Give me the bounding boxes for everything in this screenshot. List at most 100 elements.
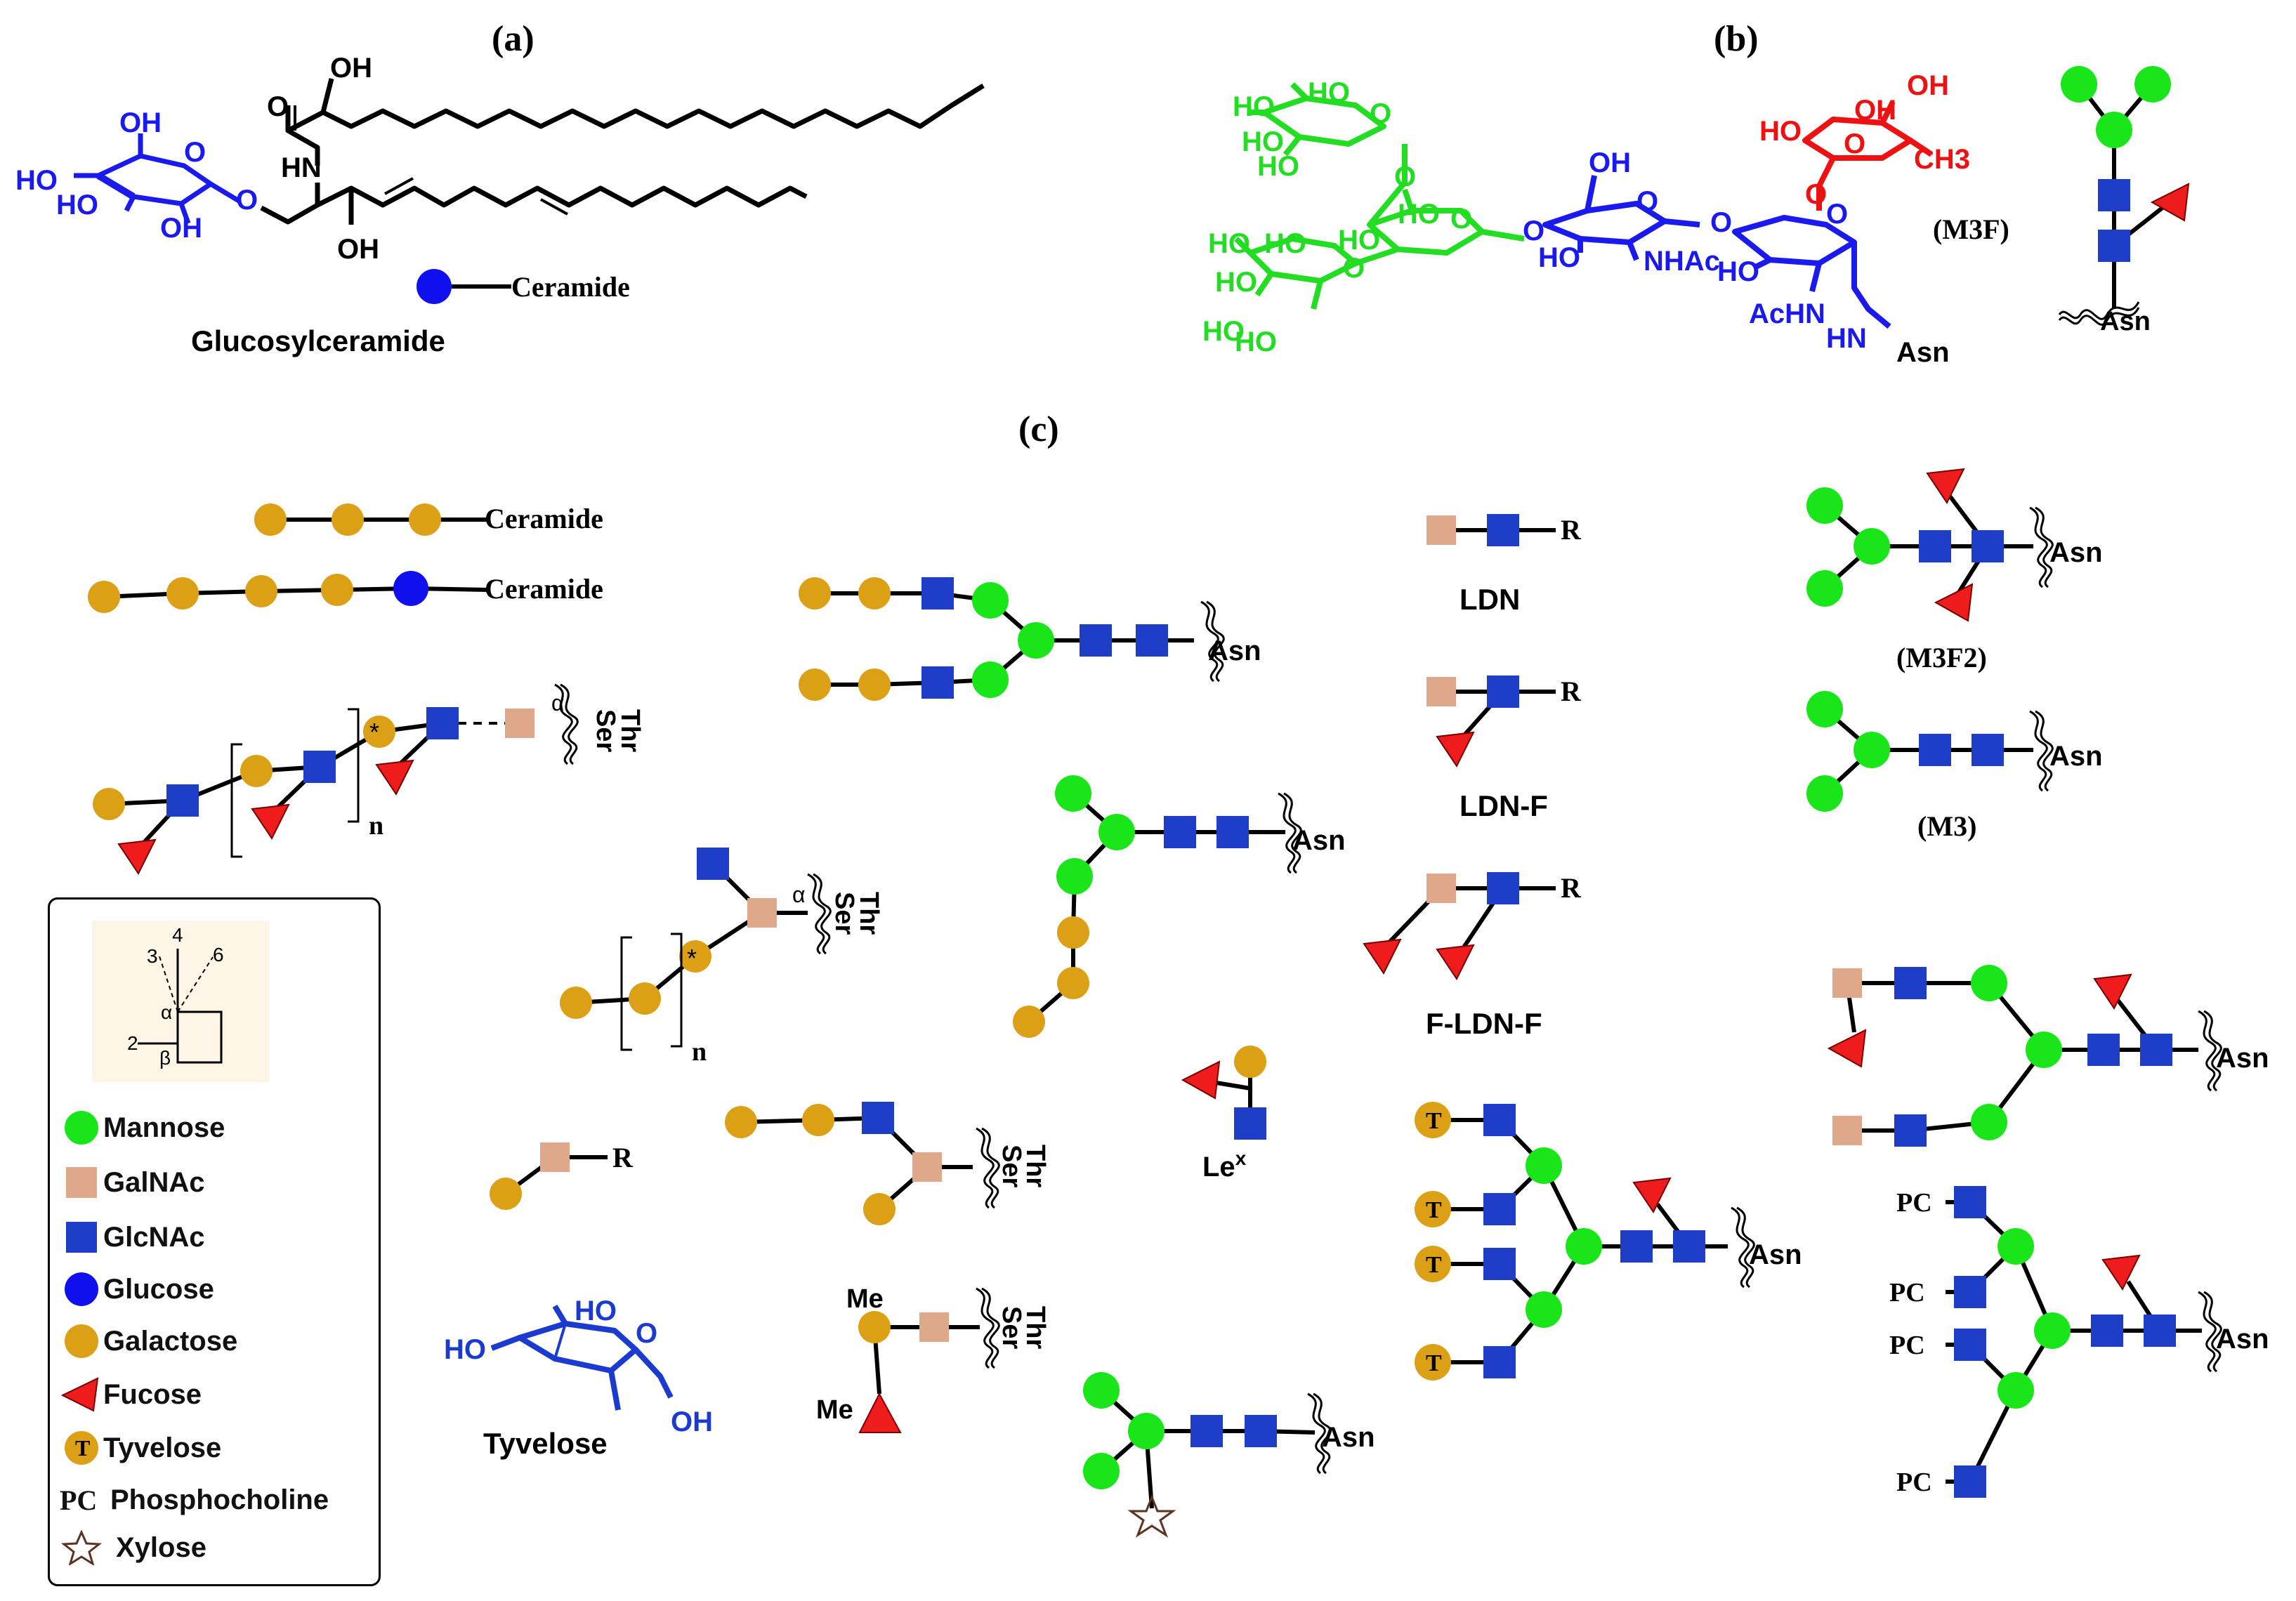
- legend-beta: β: [159, 1047, 171, 1069]
- lewis-x: Lex: [1182, 1046, 1266, 1182]
- n-glycan-xylose: Asn: [1083, 1372, 1375, 1538]
- legend-label: GlcNAc: [103, 1221, 205, 1253]
- b-green-ho-5: HO: [1208, 228, 1250, 259]
- a-linking-o: O: [236, 185, 258, 216]
- panel-b-label: (b): [1714, 19, 1759, 59]
- c-ser-1: Ser: [591, 709, 620, 752]
- b-blue-o-link-1: O: [1523, 216, 1544, 246]
- linkage-inset: 3 4 6 2 α β: [92, 921, 269, 1082]
- b-green-o-2: O: [1394, 162, 1416, 192]
- c-asn-m3f2: Asn: [2049, 537, 2103, 568]
- legend-label: Xylose: [116, 1531, 206, 1563]
- n-glycan-fldn: Asn: [1828, 965, 2269, 1147]
- b-green-ho-11: HO: [1235, 327, 1277, 357]
- m3f-asn: Asn: [2100, 307, 2151, 336]
- b-achn: AcHN: [1749, 298, 1825, 329]
- m3f-structure: HO HO HO HO HO HO HO HO HO HO HO O O O O: [1202, 66, 2189, 368]
- c-pc-3: PC: [1889, 1331, 1925, 1360]
- b-green-ho-9: HO: [1215, 267, 1257, 298]
- n-glycan-pc: PC PC PC PC Asn: [1889, 1186, 2269, 1498]
- b-blue-ring-o-1: O: [1636, 186, 1658, 217]
- c-pc-2: PC: [1889, 1278, 1925, 1307]
- legend-label: Galactose: [103, 1325, 238, 1357]
- c-lex: Lex: [1202, 1147, 1247, 1182]
- c-t-1: T: [1426, 1108, 1442, 1134]
- b-green-ho-1: HO: [1233, 91, 1275, 122]
- c-me-1: Me: [846, 1284, 884, 1314]
- b-blue-ho-2: HO: [1717, 256, 1759, 287]
- c-n-1: n: [369, 811, 383, 841]
- galactose-icon: [65, 1324, 98, 1358]
- c-fldnf-label: F-LDN-F: [1426, 1007, 1542, 1040]
- legend-label: Mannose: [103, 1112, 225, 1143]
- legend-label: Glucose: [103, 1273, 214, 1305]
- c-ldn-label: LDN: [1459, 583, 1520, 616]
- a-ho-left: HO: [15, 165, 58, 196]
- b-blue-o-link-2: O: [1710, 207, 1732, 238]
- o-glycan-glcnac-branch: n * α Ser Thr: [560, 848, 884, 1067]
- b-m3f-label: (M3F): [1933, 213, 2009, 245]
- a-glucose-symbol: [416, 269, 452, 304]
- o-glycan-repeat: n * α Ser Thr: [93, 683, 645, 874]
- m3f-cartoon: Asn: [2058, 66, 2189, 336]
- n-glycan-man-gal: Asn: [1013, 775, 1346, 1038]
- legend-item-tyvelose: T Tyvelose: [60, 1430, 221, 1465]
- b-red-ring-o: O: [1844, 129, 1865, 159]
- c-m3-label: (M3): [1917, 810, 1976, 842]
- star-icon: [60, 1530, 103, 1565]
- a-ring-o: O: [184, 137, 206, 168]
- a-ceramide-label: Ceramide: [511, 271, 630, 303]
- b-green-ho-6: HO: [1264, 228, 1306, 259]
- ldn: R LDN: [1426, 514, 1582, 616]
- tyvelose-icon: T: [65, 1431, 98, 1465]
- b-red-oh-2: OH: [1854, 95, 1896, 126]
- tyv-ho-top: HO: [575, 1296, 617, 1326]
- legend: 3 4 6 2 α β Mannose GalNAc GlcNAc Glucos…: [48, 897, 381, 1586]
- legend-item-xylose: Xylose: [60, 1530, 206, 1565]
- a-oh-top: OH: [119, 107, 162, 138]
- legend-item-glcnac: GlcNAc: [60, 1220, 205, 1255]
- legend-p6: 6: [213, 944, 224, 966]
- b-nhac: NHAc: [1644, 246, 1720, 277]
- b-green-ho-10: HO: [1202, 316, 1245, 347]
- legend-p3: 3: [147, 945, 158, 967]
- b-blue-ring-o-2: O: [1826, 199, 1848, 230]
- b-hn-asn: HN: [1826, 323, 1867, 354]
- c-m3f2-label: (M3F2): [1896, 642, 1987, 673]
- c-asn-2: Asn: [1292, 825, 1346, 856]
- c-asn-4: Asn: [1749, 1239, 1802, 1270]
- a-ho-low: HO: [56, 190, 98, 220]
- a-oh-top-chain: OH: [330, 53, 372, 84]
- c-n-2: n: [692, 1037, 707, 1067]
- fucose-icon: [60, 1377, 99, 1412]
- c-t-3: T: [1426, 1252, 1442, 1278]
- a-title: Glucosylceramide: [191, 324, 445, 357]
- b-green-o-4: O: [1450, 204, 1472, 235]
- galnac-icon: [66, 1167, 97, 1198]
- c-ser-3: Ser: [997, 1145, 1026, 1187]
- legend-label: GalNAc: [103, 1166, 205, 1198]
- legend-p2: 2: [127, 1032, 138, 1054]
- c-t-2: T: [1426, 1197, 1442, 1223]
- glucosylceramide-structure: OH O HO HO OH O OH O HN OH Ceramide Gluc…: [15, 53, 985, 357]
- n-glycan-lacdinac: Asn: [799, 577, 1261, 701]
- panel-c-label: (c): [1018, 409, 1059, 449]
- tyv-circles: T T T T: [1415, 1102, 1451, 1381]
- c-alpha-2: α: [792, 882, 806, 907]
- b-green-ho-8: HO: [1398, 199, 1440, 230]
- legend-item-mannose: Mannose: [60, 1110, 225, 1145]
- c-ser-4: Ser: [997, 1306, 1026, 1349]
- b-green-ho-7: HO: [1338, 225, 1380, 256]
- c-ldnf-label: LDN-F: [1459, 789, 1548, 822]
- b-red-oh-1: OH: [1907, 70, 1949, 101]
- legend-p4: 4: [172, 924, 183, 946]
- c-thr-3: Thr: [1021, 1145, 1050, 1187]
- gal3-ceramide: Ceramide: [254, 503, 603, 536]
- b-red-link-o: O: [1805, 179, 1827, 210]
- b-asn: Asn: [1896, 337, 1950, 368]
- c-ceramide-1: Ceramide: [485, 503, 603, 534]
- c-asn-6: Asn: [2216, 1324, 2269, 1355]
- b-blue-oh: OH: [1589, 147, 1631, 178]
- legend-label: Tyvelose: [103, 1432, 222, 1463]
- gal4-glc-ceramide: Ceramide: [88, 571, 603, 613]
